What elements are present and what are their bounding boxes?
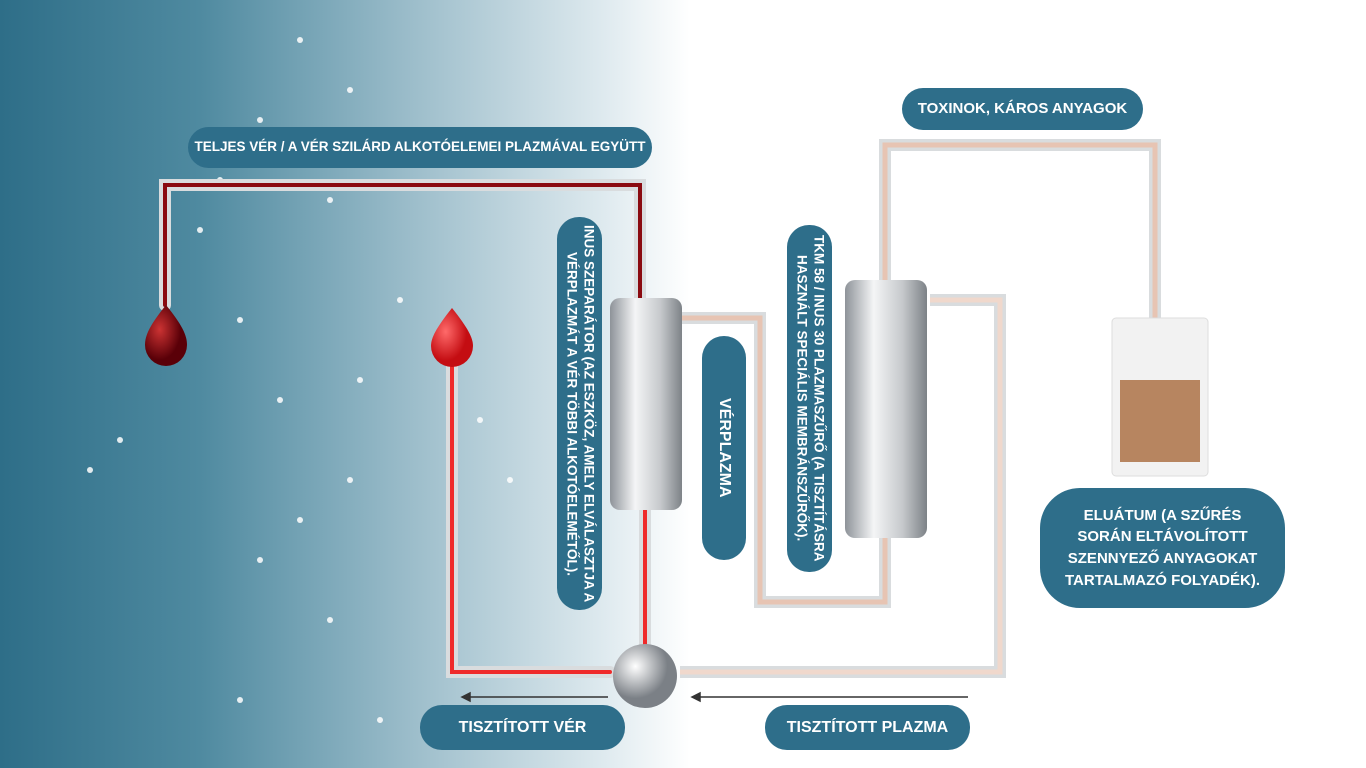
label-toxins: TOXINOK, KÁROS ANYAGOK bbox=[902, 88, 1143, 130]
label-clean-plasma: TISZTÍTOTT PLAZMA bbox=[765, 705, 970, 750]
label-filter: TKM 58 / INUS 30 PLAZMASZŰRŐ (A TISZTÍTÁ… bbox=[787, 225, 832, 572]
bright-blood-drop bbox=[431, 308, 473, 367]
flow-arrows bbox=[460, 691, 968, 703]
label-separator: INUS SZEPARÁTOR (AZ ESZKÖZ, AMELY ELVÁLA… bbox=[557, 217, 602, 610]
blood-pipes bbox=[159, 179, 651, 678]
label-eluate: ELUÁTUM (A SZŰRÉS SORÁN ELTÁVOLÍTOTT SZE… bbox=[1040, 488, 1285, 608]
plasma-pipes bbox=[680, 139, 1161, 678]
filter-cylinder bbox=[845, 280, 927, 538]
label-whole-blood: TELJES VÉR / A VÉR SZILÁRD ALKOTÓELEMEI … bbox=[188, 127, 652, 168]
mixing-ball bbox=[613, 644, 677, 708]
separator-cylinder bbox=[610, 298, 682, 510]
label-clean-blood: TISZTÍTOTT VÉR bbox=[420, 705, 625, 750]
network-dots bbox=[87, 37, 513, 723]
label-plasma: VÉRPLAZMA bbox=[702, 336, 746, 560]
eluate-bag bbox=[1111, 317, 1209, 477]
dark-blood-drop bbox=[145, 305, 187, 366]
